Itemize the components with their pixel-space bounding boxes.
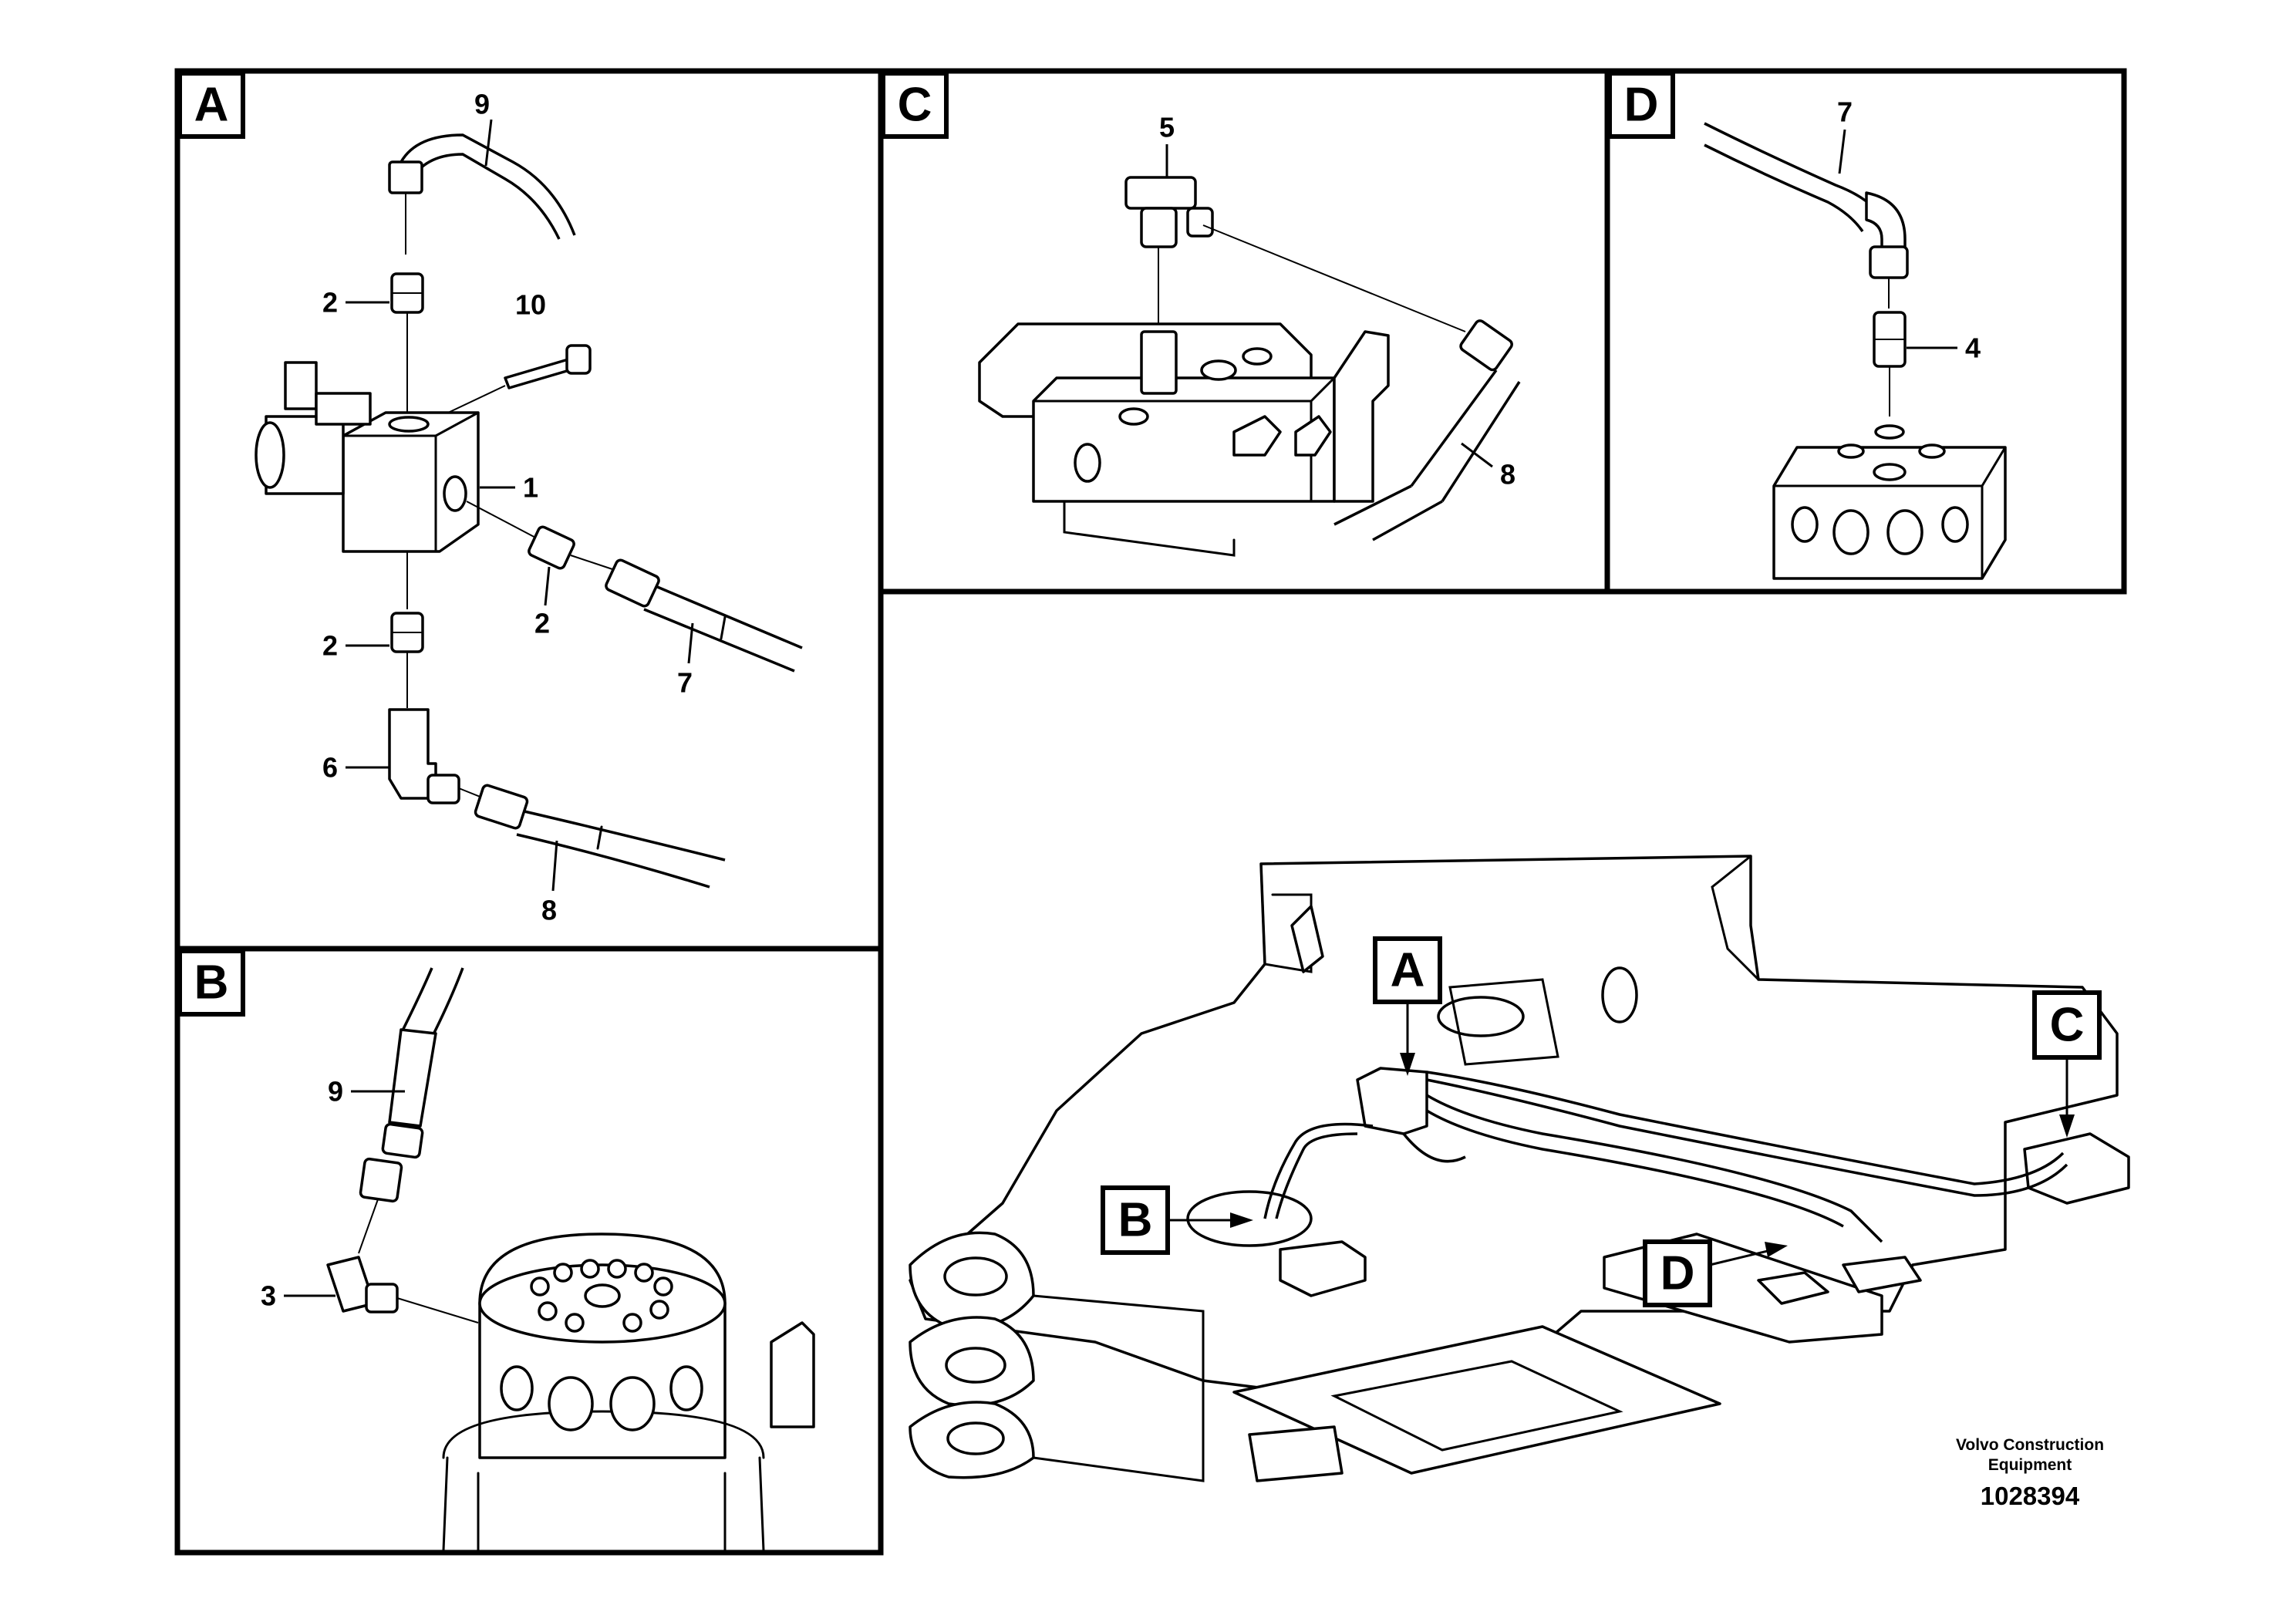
panel-a-badge-label: A	[194, 79, 229, 132]
overview-marker-d-leader	[1709, 1248, 1775, 1266]
drawing-credit: Volvo Construction Equipment 1028394	[1956, 1436, 2104, 1510]
panel-c: C 5 8	[878, 68, 1610, 595]
overview-marker-c-arrow	[2059, 1114, 2075, 1138]
panel-b-badge	[177, 949, 245, 1017]
panel-a-frame	[174, 68, 884, 952]
leader-a-2-mid	[544, 566, 551, 606]
panel-a-illustration	[255, 133, 803, 889]
overview-marker-c: C	[2032, 990, 2102, 1138]
callout-a-1: 1	[523, 472, 538, 504]
credit-line-2: Equipment	[1988, 1456, 2072, 1474]
leader-a-8	[551, 840, 558, 892]
callout-a-6: 6	[322, 752, 338, 784]
leader-a-7	[687, 622, 694, 664]
overview-marker-a-box	[1373, 936, 1442, 1004]
leader-a-9	[484, 119, 493, 167]
callout-a-9: 9	[474, 89, 490, 120]
panel-d-illustration	[1704, 122, 2007, 580]
panel-c-illustration	[978, 176, 1521, 557]
overview-marker-d-arrow	[1765, 1242, 1788, 1257]
overview-marker-a-arrow	[1400, 1053, 1415, 1076]
callout-b-3: 3	[261, 1280, 276, 1312]
callout-b-9: 9	[328, 1076, 343, 1108]
callout-d-4: 4	[1965, 332, 1981, 364]
panel-b-illustration	[326, 967, 815, 1552]
callout-a-8: 8	[541, 895, 557, 926]
callout-a-2-mid: 2	[534, 608, 550, 639]
callout-c-5: 5	[1159, 112, 1175, 143]
leader-c-8	[1461, 442, 1493, 468]
callout-a-2-top: 2	[322, 287, 338, 319]
panel-c-badge-label: C	[898, 79, 932, 132]
callout-a-7: 7	[677, 667, 693, 699]
panel-a-badge	[177, 71, 245, 139]
overview-marker-c-label: C	[2050, 999, 2085, 1052]
callout-a-10: 10	[515, 289, 546, 321]
leader-d-7	[1838, 129, 1846, 174]
panel-d-badge	[1607, 71, 1675, 139]
panel-b: B 9 3	[174, 946, 884, 1556]
overview-marker-a-label: A	[1391, 944, 1425, 997]
overview-marker-d-box	[1643, 1239, 1712, 1307]
overview-illustration	[909, 855, 2130, 1482]
overview-marker-b-label: B	[1118, 1194, 1153, 1247]
credit-line-1: Volvo Construction	[1956, 1436, 2104, 1454]
panel-b-badge-label: B	[194, 956, 229, 1010]
panel-d: D 7 4	[1604, 68, 2127, 595]
callout-c-8: 8	[1500, 459, 1515, 491]
callout-d-7: 7	[1837, 96, 1853, 128]
drawing-number: 1028394	[1981, 1482, 2080, 1510]
overview-marker-d-label: D	[1660, 1247, 1695, 1300]
panel-d-badge-label: D	[1624, 79, 1659, 132]
callout-a-2-low: 2	[322, 630, 338, 662]
overview-marker-b-arrow	[1230, 1212, 1253, 1228]
panel-a: A 9 2 10 1 2 2 7 6 8	[174, 68, 884, 952]
overview-marker-d: D	[1643, 1239, 1788, 1307]
panel-c-badge	[881, 71, 949, 139]
overview-marker-a: A	[1373, 936, 1442, 1076]
overview-marker-b: B	[1101, 1185, 1253, 1255]
